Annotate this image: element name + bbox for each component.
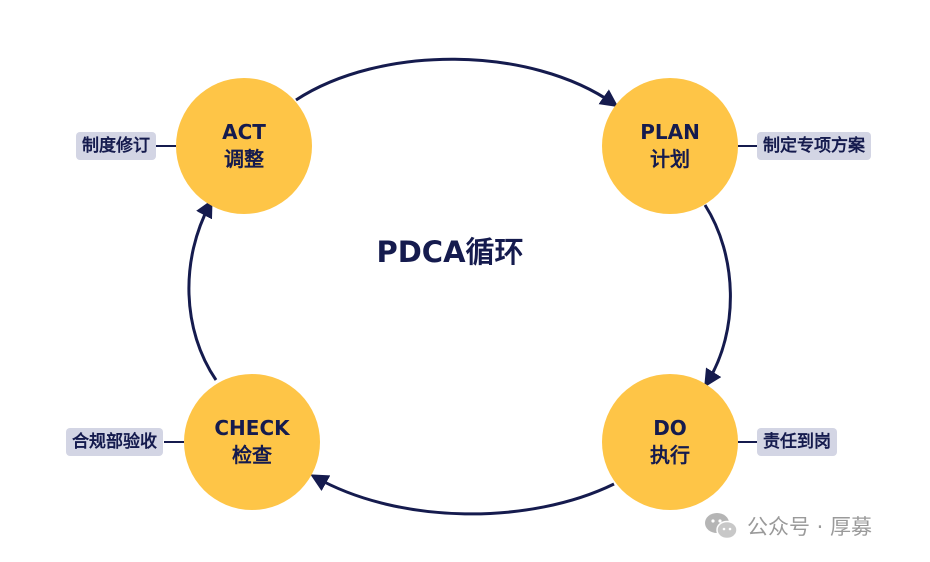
plan-label-en: PLAN (640, 120, 700, 144)
do-tag-connector (738, 441, 758, 443)
watermark-text: 公众号 · 厚募 (747, 515, 873, 539)
plan-tag-connector (738, 145, 758, 147)
do-label-en: DO (653, 416, 687, 440)
check-label-cn: 检查 (232, 443, 272, 467)
plan-node: PLAN 计划 (602, 78, 738, 214)
center-title: PDCA循环 (376, 235, 524, 269)
arrow-act-to-plan (295, 57, 619, 108)
wechat-icon (705, 513, 738, 540)
act-node: ACT 调整 (176, 78, 312, 214)
plan-tag: 制定专项方案 (757, 132, 871, 160)
do-label-cn: 执行 (650, 443, 690, 467)
act-label-cn: 调整 (224, 147, 264, 171)
do-tag: 责任到岗 (757, 428, 837, 456)
do-node: DO 执行 (602, 374, 738, 510)
check-label-en: CHECK (214, 416, 290, 440)
act-tag: 制度修订 (76, 132, 156, 160)
arrow-do-to-check (310, 474, 615, 516)
check-tag: 合规部验收 (66, 428, 163, 456)
watermark: 公众号 · 厚募 (703, 509, 872, 543)
arrow-check-to-act (187, 199, 218, 381)
check-tag-connector (164, 441, 184, 443)
check-node: CHECK 检查 (184, 374, 320, 510)
act-label-en: ACT (222, 120, 266, 144)
plan-label-cn: 计划 (650, 147, 690, 171)
arrow-plan-to-do (703, 204, 732, 388)
act-tag-connector (156, 145, 176, 147)
